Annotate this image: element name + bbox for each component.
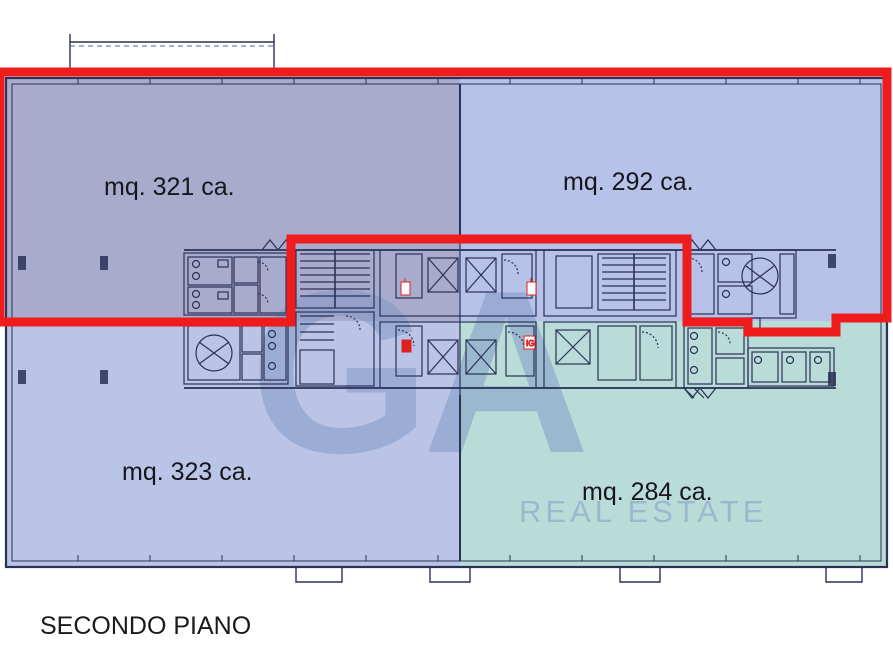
floor-title: SECONDO PIANO (40, 612, 251, 640)
facade-mullions-bottom (77, 555, 861, 561)
area-fill-nw (6, 78, 460, 321)
entrance-porches (295, 566, 863, 583)
area-label-ne: mq. 292 ca. (563, 168, 694, 196)
watermark-group: GA REAL ESTATE (250, 243, 767, 529)
area-fills (6, 78, 887, 567)
area-label-sw: mq. 323 ca. (122, 458, 253, 486)
area-fill-sw (6, 321, 460, 567)
area-labels: mq. 321 ca. mq. 292 ca. mq. 323 ca. mq. … (104, 168, 713, 506)
roof-canopy (69, 34, 275, 71)
area-label-nw: mq. 321 ca. (104, 173, 235, 201)
svg-text:IG: IG (526, 339, 534, 348)
fire-equipment-markers: IG (400, 278, 537, 353)
red-unit-outline (0, 67, 892, 337)
interior-pilasters (18, 254, 836, 386)
area-label-se: mq. 284 ca. (582, 478, 713, 506)
watermark-sub: REAL ESTATE (519, 494, 767, 529)
facade-mullions-top (77, 78, 861, 84)
area-fill-se (460, 321, 887, 567)
